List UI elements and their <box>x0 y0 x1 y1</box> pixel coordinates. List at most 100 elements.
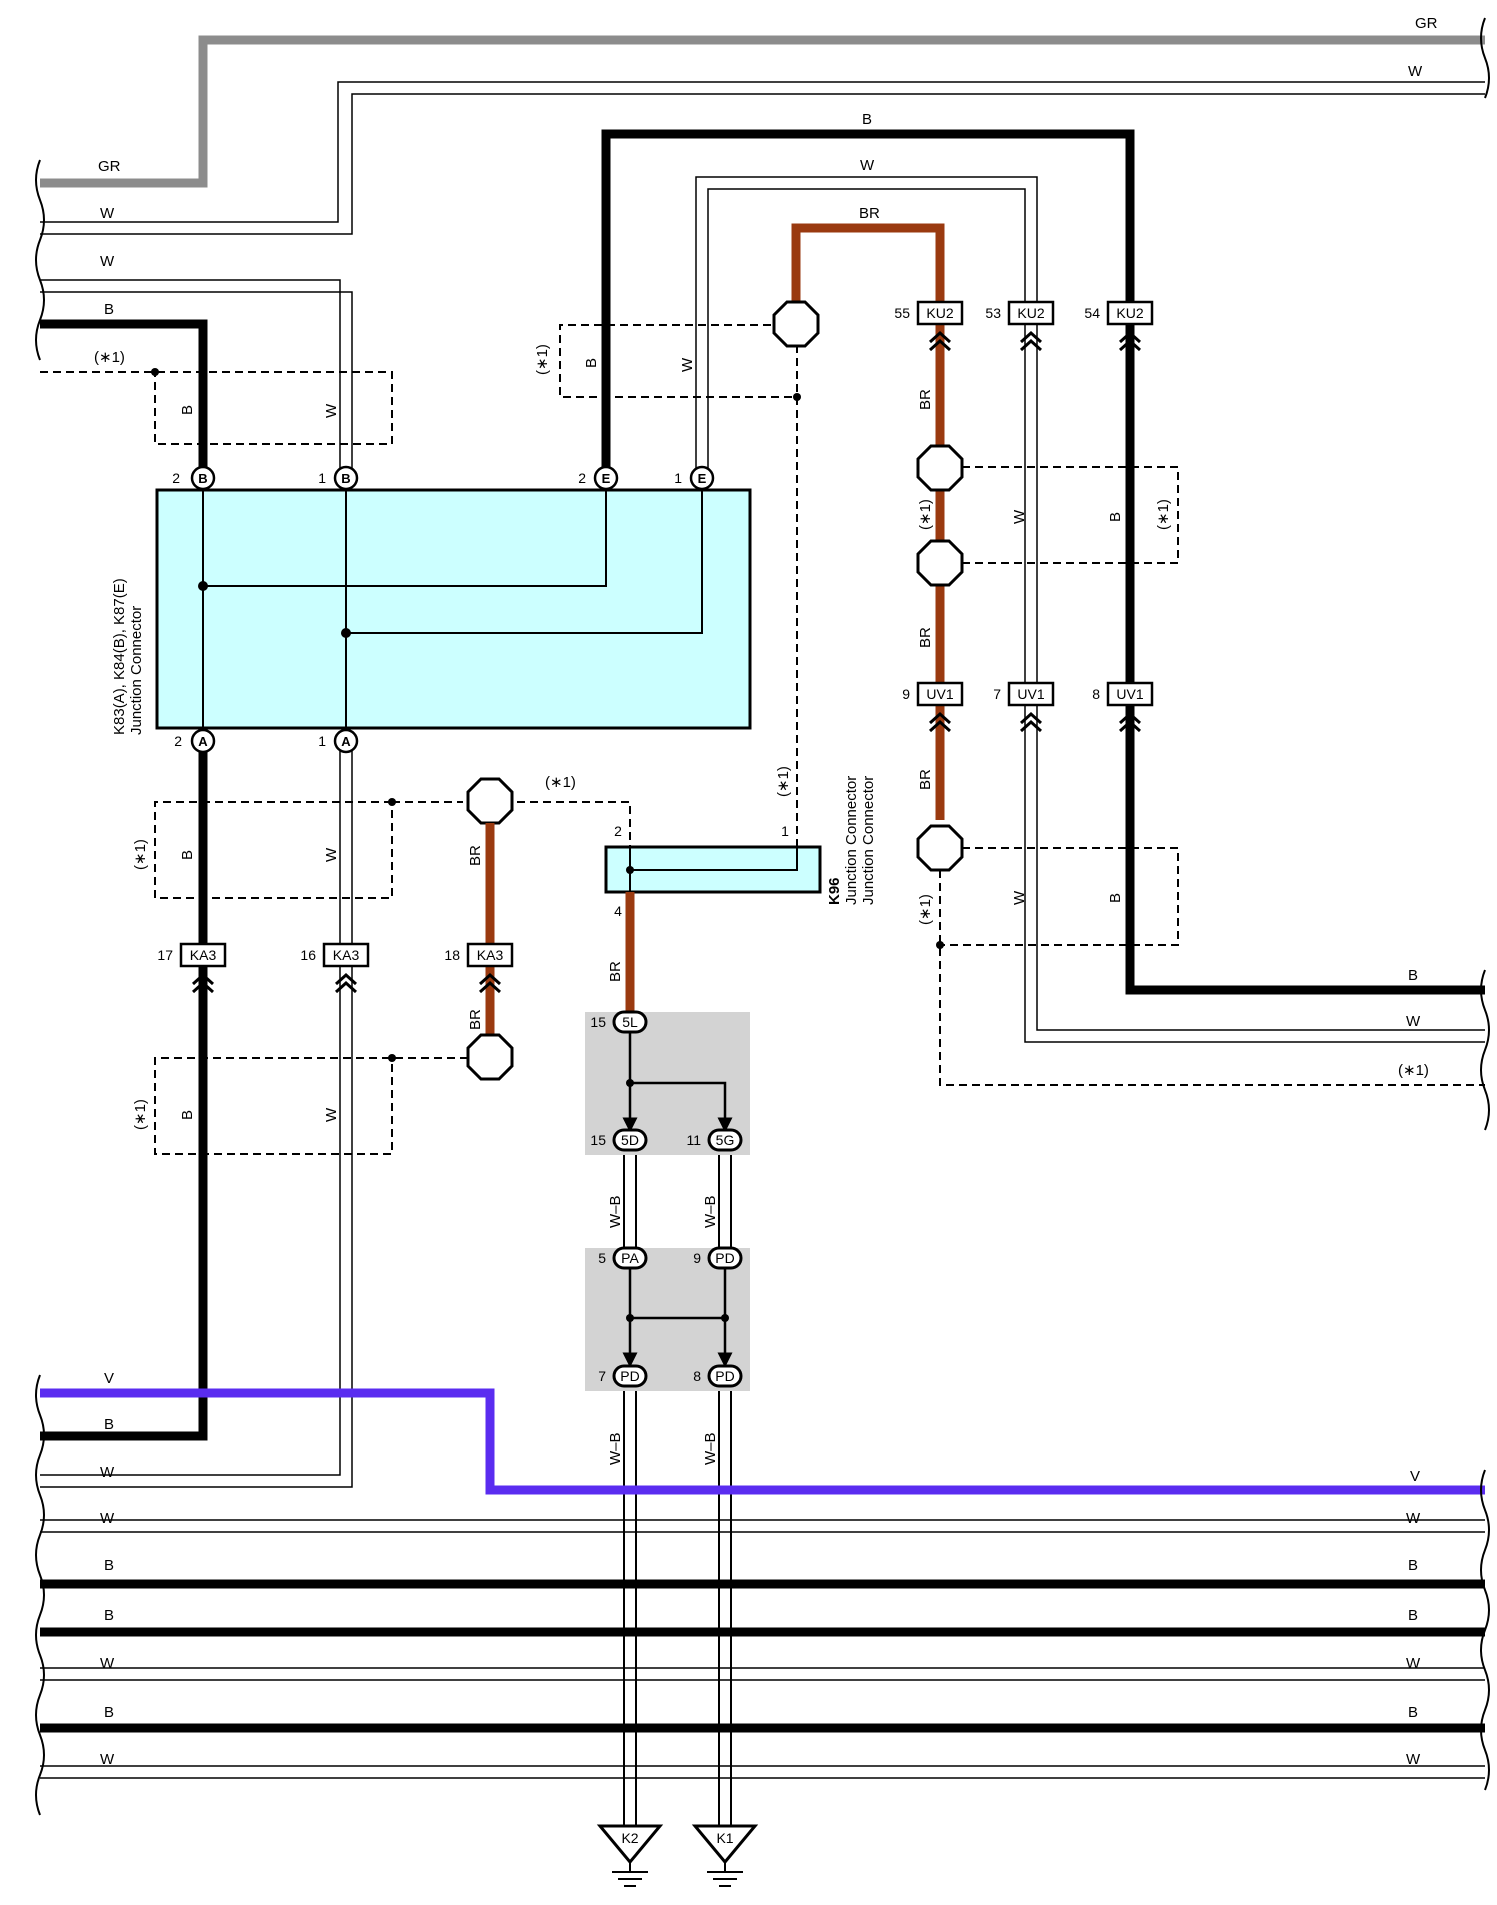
splice-octagon-right-2 <box>916 539 964 587</box>
svg-text:BR: BR <box>917 769 934 790</box>
wire-w-ka3-16-to-bus <box>40 965 353 1488</box>
wire-b-uv1-8-to-bus <box>1125 700 1485 995</box>
svg-text:(∗1): (∗1) <box>534 344 551 375</box>
svg-text:W: W <box>100 253 115 270</box>
svg-text:V: V <box>1410 1468 1420 1485</box>
bus-w-2 <box>40 1667 1485 1681</box>
ground-k1: K1 <box>691 1824 759 1887</box>
svg-text:W: W <box>1406 1751 1421 1768</box>
optional-block-right-lower <box>939 847 1485 1086</box>
connector-ka3-18: KA3 18 <box>444 942 514 994</box>
wire-b-pin-b2 <box>40 319 208 476</box>
svg-text:A: A <box>198 734 208 749</box>
wire-labels-horizontal: GR W B W BR GR W W B (∗1) (∗1) B W (∗1) … <box>94 15 1438 1768</box>
wire-br-to-ku2-55 <box>791 223 945 312</box>
svg-text:W: W <box>679 357 696 372</box>
svg-text:2: 2 <box>174 733 182 749</box>
pin-a2: A 2 <box>174 728 216 754</box>
svg-text:W: W <box>100 1751 115 1768</box>
svg-text:(∗1): (∗1) <box>917 499 934 530</box>
svg-text:55: 55 <box>894 305 910 321</box>
pin-e1: E 1 <box>674 465 715 491</box>
splice-pa: PA 5 <box>598 1246 648 1270</box>
splice-5g: 5G 11 <box>686 1128 743 1152</box>
svg-text:18: 18 <box>444 947 460 963</box>
svg-text:1: 1 <box>318 470 326 486</box>
svg-text:11: 11 <box>686 1132 701 1148</box>
svg-text:W–B: W–B <box>607 1195 624 1228</box>
svg-text:9: 9 <box>693 1250 701 1266</box>
svg-text:5: 5 <box>598 1250 606 1266</box>
connector-uv1-8: UV1 8 <box>1092 681 1154 733</box>
svg-text:16: 16 <box>300 947 316 963</box>
svg-text:(∗1): (∗1) <box>132 1099 149 1130</box>
svg-text:KU2: KU2 <box>1017 305 1044 321</box>
svg-text:2: 2 <box>578 470 586 486</box>
junction-pins-main: B 2 B 1 E 2 E 1 A 2 A 1 <box>172 465 715 754</box>
k96-pin-2: 2 <box>614 823 622 839</box>
bus-w-1 <box>40 1519 1485 1533</box>
svg-text:15: 15 <box>590 1014 606 1030</box>
svg-text:W: W <box>1011 890 1028 905</box>
svg-text:GR: GR <box>98 158 121 175</box>
wire-w-top <box>40 81 1485 235</box>
svg-text:Junction Connector: Junction Connector <box>128 606 145 735</box>
svg-text:W–B: W–B <box>702 1432 719 1465</box>
svg-text:W: W <box>1406 1655 1421 1672</box>
svg-text:B: B <box>104 1557 114 1574</box>
optional-block-upper-middle <box>559 324 798 845</box>
break-edge-right-bottom <box>1480 1469 1490 1791</box>
svg-text:7: 7 <box>993 686 1001 702</box>
svg-text:5D: 5D <box>621 1132 639 1148</box>
k96-pin-1: 1 <box>781 823 789 839</box>
svg-text:W–B: W–B <box>702 1195 719 1228</box>
svg-text:8: 8 <box>693 1368 701 1384</box>
bus-w-3 <box>40 1765 1485 1779</box>
svg-text:B: B <box>583 358 600 368</box>
svg-text:(∗1): (∗1) <box>132 839 149 870</box>
svg-text:17: 17 <box>157 947 173 963</box>
svg-text:K1: K1 <box>716 1830 733 1846</box>
svg-text:2: 2 <box>172 470 180 486</box>
ground-k2: K2 <box>596 1824 664 1887</box>
break-edge-right-mid <box>1480 969 1490 1131</box>
wire-w-e1-to-ku2-53 <box>695 176 1038 476</box>
svg-text:8: 8 <box>1092 686 1100 702</box>
svg-text:Junction Connector: Junction Connector <box>843 776 860 905</box>
splice-5l: 5L 15 <box>590 1010 648 1034</box>
connector-ku2-54: KU2 54 <box>1084 300 1154 352</box>
svg-text:W: W <box>1406 1510 1421 1527</box>
svg-text:W: W <box>323 403 340 418</box>
svg-text:UV1: UV1 <box>1116 686 1143 702</box>
svg-text:B: B <box>1107 512 1124 522</box>
svg-text:W: W <box>1408 63 1423 80</box>
svg-text:KA3: KA3 <box>477 947 504 963</box>
svg-text:(∗1): (∗1) <box>917 894 934 925</box>
wire-b-e2-to-ku2-54 <box>601 129 1135 476</box>
svg-text:KA3: KA3 <box>190 947 217 963</box>
svg-text:W: W <box>860 157 875 174</box>
svg-text:W: W <box>100 1510 115 1527</box>
splice-octagon-left-mid <box>466 777 514 825</box>
svg-text:53: 53 <box>985 305 1001 321</box>
optional-block-upper-left <box>40 371 393 445</box>
svg-text:B: B <box>1107 893 1124 903</box>
svg-text:1: 1 <box>318 733 326 749</box>
connector-ka3-17: KA3 17 <box>157 942 227 994</box>
svg-text:B: B <box>1408 1557 1418 1574</box>
svg-text:B: B <box>198 471 207 486</box>
svg-text:E: E <box>698 471 707 486</box>
wire-w-a1-to-ka3-16 <box>339 743 353 945</box>
svg-text:K96: K96 <box>826 877 843 905</box>
svg-text:B: B <box>862 111 872 128</box>
svg-text:B: B <box>179 850 196 860</box>
splice-octagon-left-low <box>466 1033 514 1081</box>
wire-w-uv1-7-to-bus <box>1024 700 1485 1043</box>
connector-ku2-53: KU2 53 <box>985 300 1055 352</box>
svg-text:B: B <box>179 405 196 415</box>
wire-v-bus <box>40 1388 1485 1495</box>
connector-ku2-55: KU2 55 <box>894 300 964 352</box>
svg-text:B: B <box>1408 967 1418 984</box>
svg-text:KU2: KU2 <box>926 305 953 321</box>
